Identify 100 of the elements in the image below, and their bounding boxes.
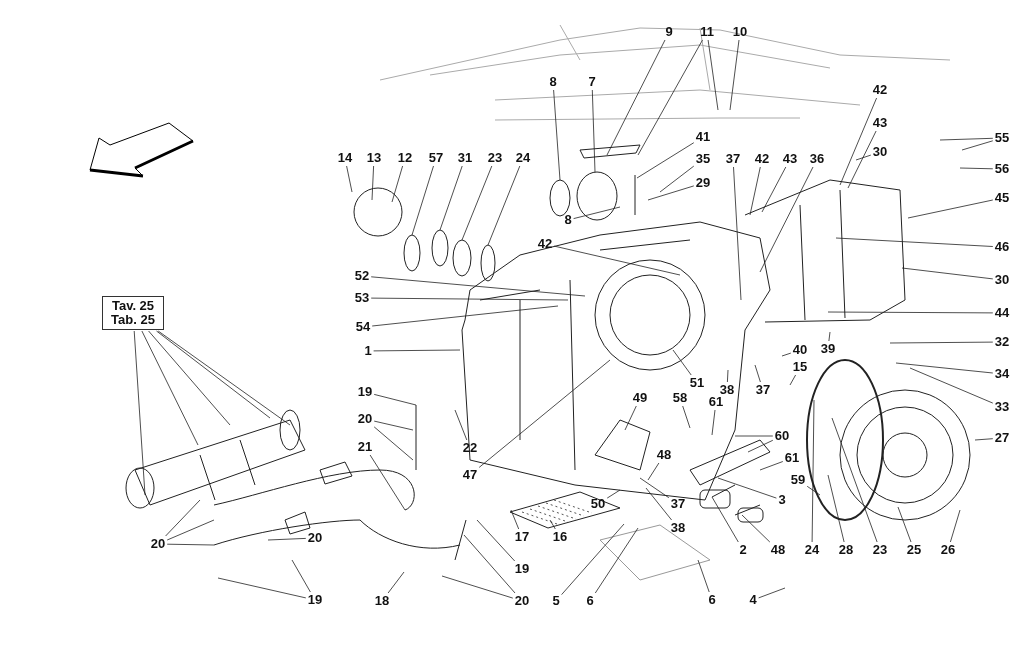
callout-number: 13 <box>365 151 383 165</box>
callout-number: 8 <box>563 213 573 227</box>
callout-number: 22 <box>461 441 479 455</box>
callout-number: 37 <box>724 152 742 166</box>
leader-line <box>827 311 994 314</box>
callout-number: 18 <box>373 594 391 608</box>
leader-line <box>717 477 777 499</box>
leader-line <box>510 509 520 530</box>
callout-number: 40 <box>791 343 809 357</box>
callout-number: 16 <box>551 530 569 544</box>
callout-number: 41 <box>694 130 712 144</box>
leader-line <box>761 166 787 213</box>
leader-line <box>741 514 771 543</box>
leader-line <box>217 577 307 599</box>
leader-line <box>156 330 271 419</box>
callout-number: 21 <box>356 440 374 454</box>
callout-number: 14 <box>336 151 354 165</box>
leader-line <box>166 543 215 546</box>
leader-line <box>754 364 761 383</box>
leader-line <box>370 297 569 301</box>
callout-number: 24 <box>514 151 532 165</box>
callout-number: 15 <box>791 360 809 374</box>
leader-line <box>889 341 994 344</box>
leader-line <box>827 474 845 543</box>
callout-number: 55 <box>993 131 1011 145</box>
callout-number: 10 <box>731 25 749 39</box>
leader-line <box>441 575 514 599</box>
leader-line <box>647 462 660 481</box>
leader-line <box>831 417 878 543</box>
leader-line <box>759 461 784 471</box>
leader-line <box>727 369 729 383</box>
callout-number: 37 <box>754 383 772 397</box>
callout-number: 20 <box>513 594 531 608</box>
reference-text: Tab. 25 <box>111 313 155 327</box>
leader-line <box>553 245 681 276</box>
callout-number: 50 <box>589 497 607 511</box>
callout-number: 30 <box>993 273 1011 287</box>
callout-number: 34 <box>993 367 1011 381</box>
leader-line <box>961 140 994 151</box>
callout-number: 4 <box>748 593 758 607</box>
callout-number: 37 <box>669 497 687 511</box>
callout-number: 3 <box>777 493 787 507</box>
leader-line <box>411 165 434 236</box>
leader-line <box>855 154 872 161</box>
leader-line <box>439 165 463 231</box>
leader-line <box>647 185 695 201</box>
callout-number: 31 <box>456 151 474 165</box>
callout-number: 58 <box>671 391 689 405</box>
leader-line <box>758 587 786 599</box>
leader-line <box>639 477 670 499</box>
callout-number: 44 <box>993 306 1011 320</box>
callout-number: 11 <box>699 25 715 39</box>
leader-line <box>561 523 625 595</box>
leader-line <box>141 330 199 446</box>
leader-line <box>371 165 374 201</box>
leader-line <box>733 166 742 301</box>
callout-number: 43 <box>781 152 799 166</box>
callout-number: 32 <box>993 335 1011 349</box>
leader-line <box>624 405 637 431</box>
callout-number: 28 <box>837 543 855 557</box>
leader-line <box>749 166 761 216</box>
callout-number: 19 <box>306 593 324 607</box>
callout-number: 57 <box>427 151 445 165</box>
callout-number: 35 <box>694 152 712 166</box>
callout-number: 45 <box>993 191 1011 205</box>
reference-box <box>102 296 164 330</box>
reference-text: Tav. 25 <box>111 299 155 313</box>
leader-line <box>645 487 672 521</box>
callout-number: 59 <box>789 473 807 487</box>
leader-line <box>672 349 692 376</box>
callout-number: 8 <box>548 75 558 89</box>
leader-line <box>747 439 774 453</box>
leader-line <box>346 165 353 193</box>
leader-line <box>461 165 493 241</box>
callout-number: 20 <box>306 531 324 545</box>
leader-line <box>291 559 311 593</box>
leader-line <box>553 89 561 181</box>
callout-number: 38 <box>669 521 687 535</box>
callout-number: 33 <box>993 400 1011 414</box>
leader-line <box>907 199 994 219</box>
leader-line <box>909 367 994 404</box>
leader-line <box>166 519 215 541</box>
leader-line <box>478 359 611 468</box>
leader-line <box>476 519 516 562</box>
callout-number: 5 <box>551 594 561 608</box>
leader-line <box>697 559 710 593</box>
callout-number: 42 <box>536 237 554 251</box>
callout-number: 60 <box>773 429 791 443</box>
callout-number: 38 <box>718 383 736 397</box>
callout-number: 52 <box>353 269 371 283</box>
leader-line <box>637 39 703 156</box>
leader-line <box>606 39 666 156</box>
callout-number: 23 <box>486 151 504 165</box>
leader-line <box>606 489 621 499</box>
leader-line <box>847 130 877 189</box>
leader-line <box>133 330 146 496</box>
leader-line <box>549 519 556 530</box>
callout-number: 2 <box>738 543 748 557</box>
callout-number: 27 <box>993 431 1011 445</box>
callout-number: 47 <box>461 468 479 482</box>
